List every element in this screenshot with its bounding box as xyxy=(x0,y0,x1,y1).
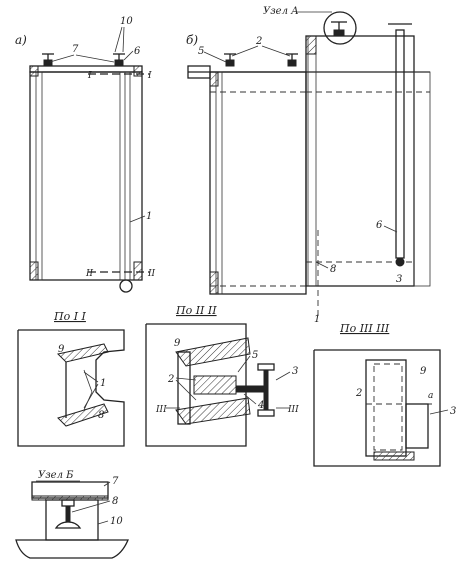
view-a: а) I I II II 7 xyxy=(15,16,156,293)
i-beam-profile xyxy=(235,363,275,417)
section-title-i-i: По I I xyxy=(53,310,87,323)
clamp-left-b xyxy=(224,53,236,67)
callout-1-s1: 1 xyxy=(100,378,106,389)
callout-8-node-b: 8 xyxy=(112,496,118,507)
top-beam-a xyxy=(29,65,143,73)
section-ii-ii-outline xyxy=(145,323,247,447)
pivot-3-b xyxy=(395,257,405,267)
callout-a-s3: а xyxy=(428,391,433,401)
callout-8-b: 8 xyxy=(330,264,336,275)
callout-3-s2: 3 xyxy=(292,366,298,377)
clamp-right-b xyxy=(286,53,298,67)
guide-profile-top xyxy=(56,343,109,363)
callout-1-b: 1 xyxy=(314,314,320,325)
section-iii-iii: По III III 2 9 а 3 xyxy=(313,322,456,467)
left-rail-a xyxy=(35,71,43,281)
section-title-ii-ii: По II II xyxy=(175,304,217,317)
callout-5-s2: 5 xyxy=(252,350,258,361)
section-i-i-outline xyxy=(17,329,125,447)
guide-profile-bottom xyxy=(57,403,109,427)
panel-label-b: б) xyxy=(186,33,198,47)
clamp-left-a xyxy=(42,53,54,67)
callout-6-b: 6 xyxy=(376,220,383,231)
callout-7-a: 7 xyxy=(72,44,79,55)
callout-5-b: 5 xyxy=(198,46,204,57)
section-title-iii-iii: По III III xyxy=(339,322,390,335)
clamp-right-a xyxy=(113,53,125,67)
bracket-top xyxy=(175,337,251,367)
rail-profile-node-b xyxy=(54,499,82,529)
node-b-label: Узел Б xyxy=(38,470,74,481)
section-mark-iii-right: III xyxy=(287,405,299,415)
panel-body-b-left xyxy=(209,71,307,295)
bracket-bottom xyxy=(175,397,251,425)
callout-7-node-b: 7 xyxy=(112,476,119,487)
callout-2-s2: 2 xyxy=(167,374,174,385)
node-b-detail: Узел Б 7 8 10 xyxy=(15,470,129,559)
callout-2-s3: 2 xyxy=(355,388,362,399)
section-mark-ii-left: II xyxy=(85,269,94,279)
panel-label-a: а) xyxy=(15,33,27,47)
section-ii-ii: По II II III III 9 5 3 2 4 xyxy=(145,304,299,447)
callout-4-s2: 4 xyxy=(257,400,264,411)
panel-body-b-right xyxy=(305,35,415,287)
inner-block-iii xyxy=(365,359,407,457)
callout-3-b: 3 xyxy=(396,274,402,285)
callout-2-b: 2 xyxy=(255,36,262,47)
callout-8-s1: 8 xyxy=(98,410,104,421)
callout-6-a: 6 xyxy=(134,46,141,57)
callout-9-s2: 9 xyxy=(174,338,181,349)
section-mark-i-right: I xyxy=(147,71,152,81)
section-i-i: По I I 9 1 8 xyxy=(17,310,125,447)
callout-10-node-b: 10 xyxy=(110,516,123,527)
section-mark-i-left: I xyxy=(87,71,92,81)
section-mark-iii-left: III xyxy=(155,405,167,415)
section-iii-iii-outline xyxy=(313,349,441,467)
callout-3-s3: 3 xyxy=(450,406,456,417)
clamp-node-a xyxy=(331,21,347,37)
roller-a xyxy=(119,279,133,293)
node-a-label: Узел А xyxy=(263,6,299,17)
view-b: б) Узел А xyxy=(186,6,431,325)
panel-body-a xyxy=(29,71,143,281)
callout-9-s3: 9 xyxy=(420,366,427,377)
callout-10-a: 10 xyxy=(120,16,133,27)
callout-1-a: 1 xyxy=(146,211,152,222)
guide-rod-b xyxy=(395,29,405,259)
node-b-base xyxy=(15,539,129,559)
section-mark-ii-right: II xyxy=(147,269,156,279)
base-hatch-iii xyxy=(373,451,415,461)
node-a-circle xyxy=(323,11,357,45)
callout-9-s1: 9 xyxy=(58,344,65,355)
